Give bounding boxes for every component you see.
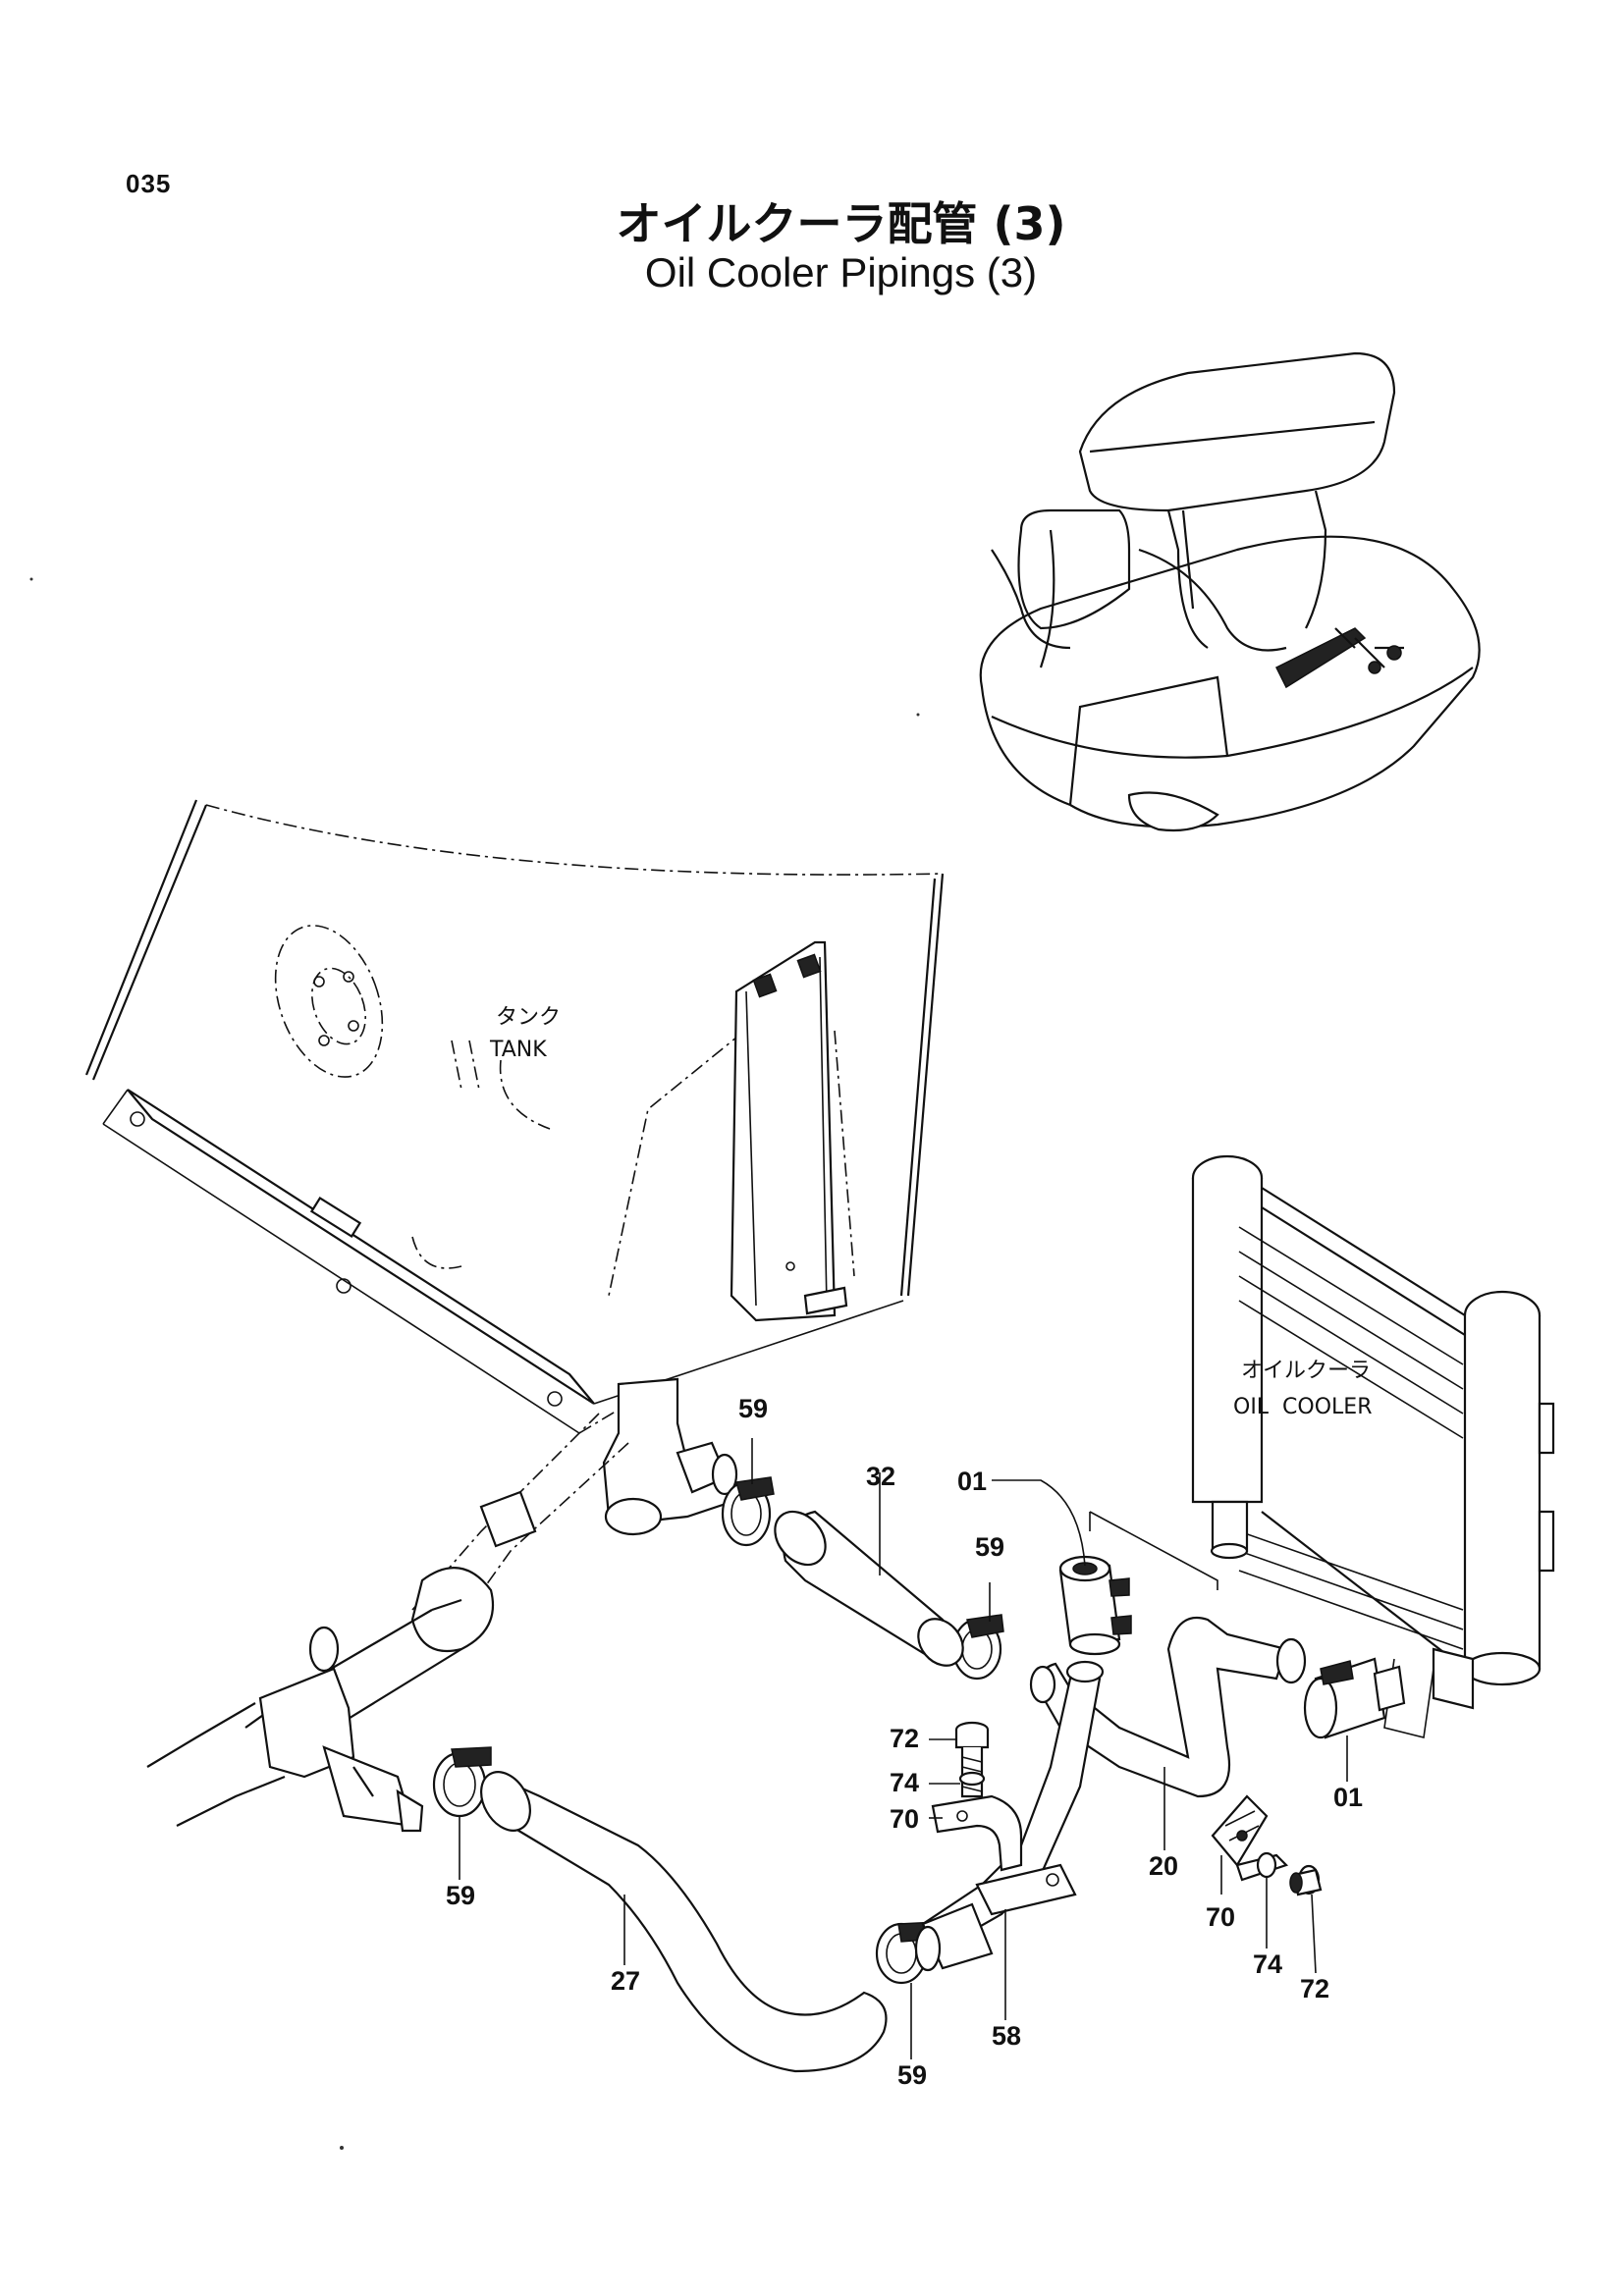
leader-lines — [459, 1438, 1348, 2059]
callout-01: 01 — [1333, 1783, 1363, 1812]
callout-74: 74 — [1253, 1949, 1282, 1979]
hose-27 — [480, 1771, 888, 2073]
callout-59: 59 — [897, 2060, 927, 2090]
hose-clamp-59 — [721, 1476, 775, 1547]
oil-cooler — [1089, 1154, 1555, 1738]
callout-70: 70 — [890, 1804, 919, 1834]
oil-cooler-label-english: OIL COOLER — [1233, 1395, 1373, 1419]
callout-27: 27 — [611, 1966, 640, 1996]
page-number: 035 — [126, 169, 172, 198]
callout-59: 59 — [738, 1394, 768, 1423]
callout-58: 58 — [992, 2021, 1021, 2051]
fitting-01 — [1303, 1657, 1406, 1739]
fitting-01 — [1058, 1555, 1132, 1656]
title-japanese: オイルクーラ配管 (3) — [616, 197, 1066, 250]
washer-74 — [958, 1771, 986, 1787]
hydraulic-tank — [84, 799, 945, 1434]
callout-72: 72 — [1300, 1974, 1329, 2003]
callout-01: 01 — [957, 1467, 987, 1496]
tank-label-japanese: タンク — [496, 1005, 561, 1030]
hose-clamp-59 — [432, 1746, 492, 1818]
callout-59: 59 — [975, 1532, 1004, 1562]
hose-32 — [774, 1510, 964, 1667]
oil-cooler-label-japanese: オイルクーラ — [1241, 1359, 1371, 1383]
tank-side-fittings — [146, 1377, 738, 1833]
callout-32: 32 — [866, 1462, 895, 1491]
tank-label-english: TANK — [489, 1038, 547, 1062]
washer-74 — [1256, 1851, 1277, 1879]
callout-74: 74 — [890, 1768, 919, 1797]
callout-59: 59 — [446, 1881, 475, 1910]
clamp-70 — [931, 1794, 1023, 1872]
callout-72: 72 — [890, 1724, 919, 1753]
title-english: Oil Cooler Pipings (3) — [644, 249, 1038, 295]
pipe-58 — [914, 1660, 1105, 1972]
callout-20: 20 — [1149, 1851, 1178, 1881]
callout-70: 70 — [1206, 1902, 1235, 1932]
excavator-overview — [979, 351, 1481, 832]
bolt-72 — [1289, 1864, 1323, 1896]
